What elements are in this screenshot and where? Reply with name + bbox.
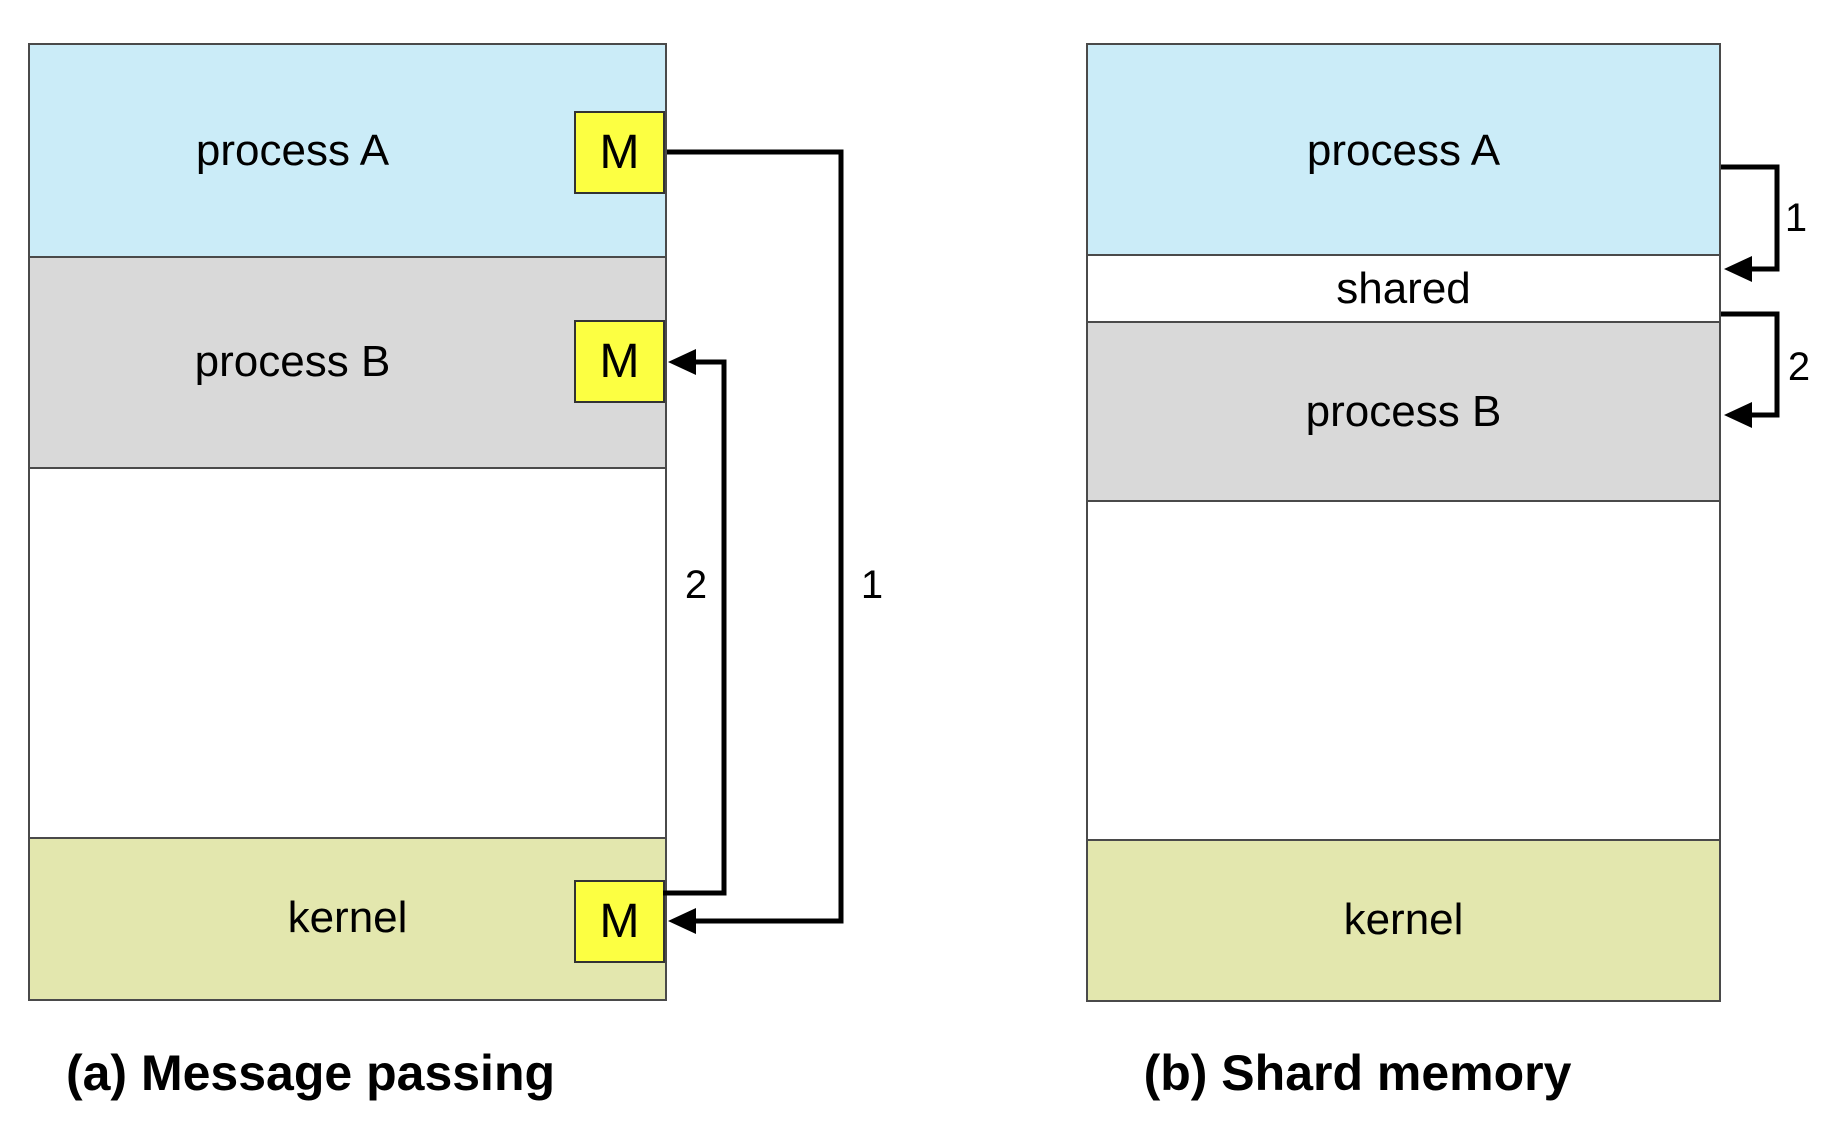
message-box-process-b: M [574, 320, 665, 403]
arrow-1-label: 1 [1784, 195, 1808, 240]
caption-b: (b) Shard memory [1143, 1045, 1572, 1101]
diagram-b-address-space: process A shared process B kernel [1086, 43, 1721, 1002]
message-box-kernel: M [574, 880, 665, 963]
arrow-2-head [668, 349, 696, 375]
arrow-2-line [663, 359, 727, 896]
arrow-2-line [1721, 311, 1780, 418]
kernel-band [1088, 839, 1719, 1000]
kernel-band [30, 837, 665, 999]
process-b-band [30, 258, 665, 469]
arrow-1-line [667, 149, 844, 924]
message-box-process-a: M [574, 111, 665, 194]
arrow-2-label: 2 [1787, 344, 1811, 389]
process-a-band [1088, 45, 1719, 256]
arrow-1-head [668, 908, 696, 934]
arrow-2-head [1724, 402, 1752, 428]
arrow-2-label: 2 [684, 562, 708, 607]
arrow-1-label: 1 [860, 562, 884, 607]
diagram-a-address-space: process A process B kernel M M M [28, 43, 667, 1001]
process-a-band [30, 45, 665, 258]
arrow-1-head [1724, 256, 1752, 282]
shared-label: shared [1336, 263, 1471, 313]
caption-a: (a) Message passing [65, 1045, 556, 1101]
process-b-band [1088, 321, 1719, 502]
arrow-1-line [1721, 164, 1780, 272]
